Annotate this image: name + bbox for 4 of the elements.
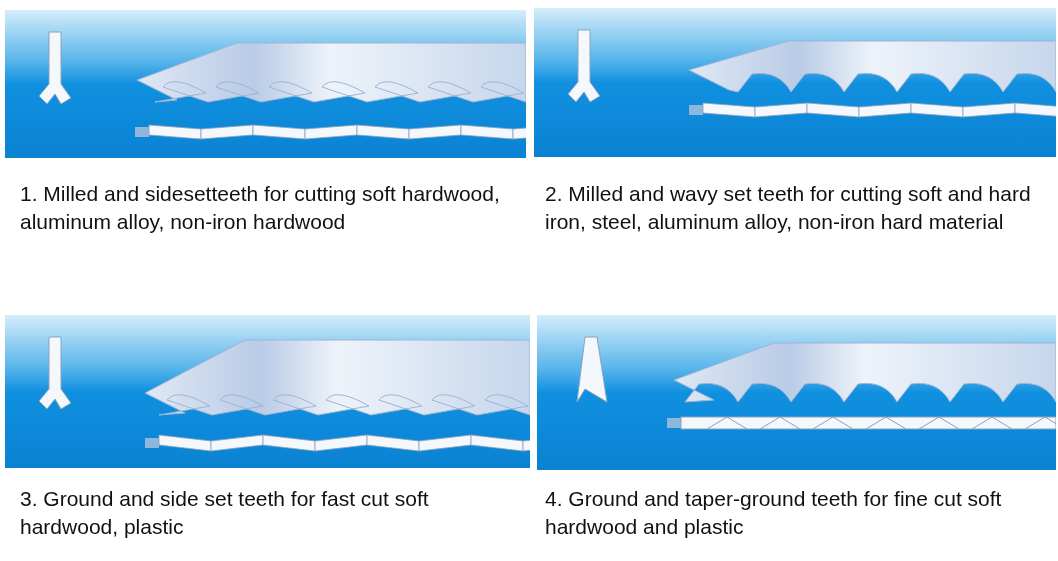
caption-text: 1. Milled and sidesetteeth for cutting soft hardwood, aluminum alloy, non-iron hardwood [20, 181, 501, 235]
caption-text: 3. Ground and side set teeth for fast cut soft hardwood, plastic [20, 486, 430, 540]
caption-text: 4. Ground and taper-ground teeth for fine cut soft hardwood and plastic [545, 486, 1003, 540]
caption-text: 2. Milled and wavy set teeth for cutting soft and hard iron, steel, aluminum alloy, non-iron hard material [545, 181, 1032, 235]
